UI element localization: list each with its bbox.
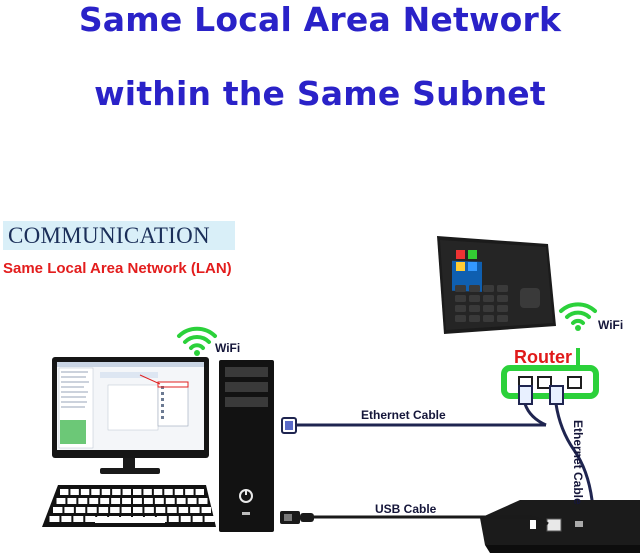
keyboard-key <box>91 489 100 495</box>
keyboard-key <box>144 507 154 513</box>
keyboard-key <box>53 507 63 513</box>
desktop-monitor <box>52 357 209 474</box>
keyboard-key <box>178 507 189 513</box>
keypad-key <box>455 285 466 292</box>
keyboard-key <box>164 489 173 495</box>
keypad-key <box>469 285 480 292</box>
keyboard-key <box>154 498 164 504</box>
wifi-icon <box>559 302 597 331</box>
keyboard-key <box>133 507 143 513</box>
keyboard-key <box>153 489 163 495</box>
ethernet-cable-vertical-label: Ethernet Cable <box>571 420 585 505</box>
keypad-key <box>469 295 480 302</box>
wifi-icon <box>177 326 217 356</box>
keyboard-key <box>195 489 204 495</box>
keyboard-key <box>80 489 90 495</box>
lan-subheading: Same Local Area Network (LAN) <box>3 260 232 277</box>
keyboard-key <box>201 507 211 513</box>
keyboard-key <box>112 489 121 495</box>
keyboard-key <box>190 507 200 513</box>
keyboard-key <box>122 498 131 504</box>
ethernet-cable-router-box <box>554 403 594 548</box>
keypad-key <box>455 295 466 302</box>
keypad-key <box>483 295 494 302</box>
keyboard-key <box>75 507 86 513</box>
keyboard-key <box>174 489 184 495</box>
keyboard-key <box>98 507 109 513</box>
keypad-key <box>497 295 508 302</box>
keyboard-key <box>133 498 142 504</box>
keyboard-key <box>168 516 179 522</box>
keypad-key <box>483 315 494 322</box>
keyboard-key <box>133 489 142 495</box>
keyboard-key <box>185 489 194 495</box>
keyboard-key <box>198 498 208 504</box>
communication-heading: COMMUNICATION <box>3 221 235 250</box>
keyboard-key <box>60 489 69 495</box>
keyboard-spacebar <box>95 517 165 523</box>
keyboard-key <box>204 516 215 522</box>
router <box>501 348 599 405</box>
keypad-key <box>469 315 480 322</box>
keyboard-key <box>167 507 177 513</box>
keyboard-key <box>89 498 99 504</box>
keyboard-key <box>49 516 60 522</box>
keypad-key <box>497 305 508 312</box>
title-line-1: Same Local Area Network <box>78 0 562 39</box>
keyboard-key <box>143 489 152 495</box>
keyboard-key <box>180 516 191 522</box>
wifi-label-router: WiFi <box>598 318 624 332</box>
wifi-label-computer: WiFi <box>215 341 241 355</box>
usb-cable-label: USB Cable <box>375 502 437 516</box>
ethernet-cable-label: Ethernet Cable <box>361 408 446 422</box>
network-switch-box <box>480 500 640 553</box>
keyboard <box>42 485 216 527</box>
keyboard-key <box>122 489 131 495</box>
keypad-key <box>455 305 466 312</box>
keyboard-key <box>143 498 153 504</box>
keyboard-key <box>110 507 120 513</box>
keyboard-key <box>64 507 74 513</box>
keyboard-key <box>85 516 96 522</box>
usb-plug <box>280 511 314 524</box>
keyboard-key <box>87 507 97 513</box>
keyboard-key <box>192 516 203 522</box>
keyboard-key <box>155 507 166 513</box>
keypad-key <box>497 315 508 322</box>
router-label: Router <box>514 347 572 367</box>
keyboard-key <box>111 498 121 504</box>
keyboard-key <box>121 507 131 513</box>
keyboard-key <box>73 516 84 522</box>
time-attendance-terminal <box>437 236 556 334</box>
keyboard-key <box>78 498 88 504</box>
keypad-key <box>469 305 480 312</box>
keyboard-key <box>67 498 77 504</box>
pc-tower <box>219 360 274 532</box>
keyboard-key <box>70 489 79 495</box>
ethernet-plug <box>281 417 297 434</box>
keypad-key <box>455 315 466 322</box>
keyboard-key <box>176 498 186 504</box>
keypad-key <box>497 285 508 292</box>
keyboard-key <box>165 498 175 504</box>
keypad-key <box>483 305 494 312</box>
keyboard-key <box>100 498 110 504</box>
keypad-key <box>483 285 494 292</box>
keyboard-key <box>61 516 72 522</box>
keyboard-key <box>187 498 197 504</box>
ethernet-cable-router-pc <box>523 403 547 427</box>
keyboard-key <box>101 489 111 495</box>
title-line-2: within the Same Subnet <box>94 74 546 113</box>
keyboard-key <box>56 498 66 504</box>
